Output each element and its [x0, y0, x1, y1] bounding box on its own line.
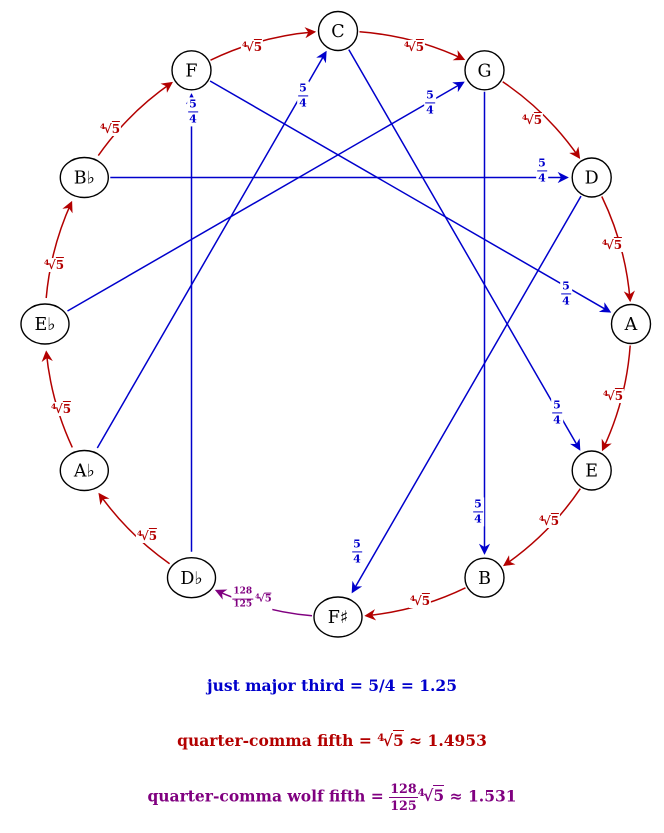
node-circle-Fs [313, 596, 363, 638]
radical-sign: √ [423, 786, 434, 806]
legend-fifth-suffix: ≈ 1.4953 [409, 731, 487, 750]
node-circle-D [571, 157, 612, 198]
node-C: C [317, 10, 359, 52]
node-label-Fs: F♯ [328, 608, 349, 628]
node-circle-Db [166, 557, 217, 599]
node-B: B [464, 557, 505, 598]
node-label-Eb: E♭ [34, 315, 55, 335]
node-A: A [610, 303, 652, 345]
node-Db: D♭ [166, 557, 217, 599]
legend-just-major-third: just major third = 5/4 = 1.25 [0, 676, 664, 695]
node-label-C: C [331, 22, 344, 42]
node-circle-B [464, 557, 505, 598]
third-edge-F-A [209, 80, 612, 313]
node-circle-F [171, 50, 212, 91]
radical-sign: √ [382, 731, 393, 750]
wolf-edge-Fs-Db [214, 589, 313, 617]
fifth-edge-B-Fs [364, 587, 466, 621]
node-label-E: E [585, 462, 598, 482]
fourth-root-of-five: 4√5 [377, 730, 404, 750]
node-label-A: A [624, 315, 638, 335]
fifth-edge-C-G [359, 31, 466, 61]
node-Bb: B♭ [59, 156, 110, 199]
node-Eb: E♭ [20, 303, 70, 345]
legend-wolf-suffix: ≈ 1.531 [449, 786, 517, 806]
fifth-edge-A-E [601, 345, 631, 452]
fifth-edge-Eb-Bb [45, 200, 73, 299]
node-F: F [171, 50, 212, 91]
node-D: D [571, 157, 612, 198]
third-edge-Ab-C [96, 50, 327, 449]
node-label-Bb: B♭ [74, 169, 95, 189]
third-edge-C-E [348, 49, 581, 451]
node-label-Db: D♭ [180, 569, 202, 589]
node-label-B: B [478, 569, 491, 589]
legend-quarter-comma-fifth: quarter-comma fifth = 4√5 ≈ 1.4953 [0, 730, 664, 750]
node-circle-Bb [59, 156, 110, 199]
node-E: E [571, 450, 612, 491]
fifth-edge-Ab-Eb [41, 350, 73, 448]
node-circle-E [571, 450, 612, 491]
fifth-edge-G-D [502, 81, 581, 159]
circle-of-fifths-svg: C G D A E B F♯ D♭ A♭ E♭ B♭ F [20, 10, 652, 638]
node-Fs: F♯ [313, 596, 363, 638]
node-circle-A [610, 303, 652, 345]
legend-just-major-third-text: just major third = 5/4 = 1.25 [207, 676, 457, 695]
legend-fifth-prefix: quarter-comma fifth = [177, 731, 372, 750]
legend-wolf-prefix: quarter-comma wolf fifth = [147, 786, 384, 806]
node-label-D: D [585, 169, 599, 189]
node-circle-Eb [20, 303, 70, 345]
third-edge-Eb-G [67, 81, 465, 312]
node-label-G: G [478, 61, 492, 81]
fourth-root-of-five: 4√5 [417, 785, 445, 806]
fifth-edge-Db-Ab [98, 492, 171, 565]
fifth-edge-Bb-F [97, 81, 173, 157]
fifth-edge-D-A [601, 196, 635, 303]
third-edge-D-Fs [351, 195, 582, 594]
fifth-edge-E-B [503, 488, 581, 567]
fifth-edge-F-C [210, 27, 317, 61]
node-circle-Ab [59, 449, 110, 492]
node-circle-C [317, 10, 359, 52]
node-circle-G [464, 50, 505, 91]
node-label-F: F [185, 61, 197, 81]
node-G: G [464, 50, 505, 91]
node-label-Ab: A♭ [73, 462, 95, 482]
node-Ab: A♭ [59, 449, 110, 492]
